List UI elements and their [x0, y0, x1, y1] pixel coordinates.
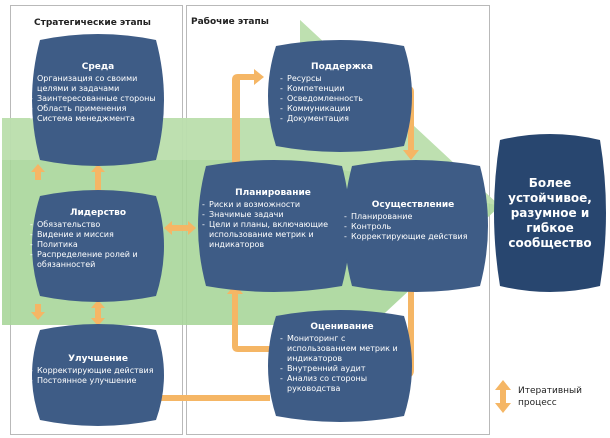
leadership-title: Лидерство: [69, 208, 127, 218]
planning-item: Риски и возможности: [202, 200, 344, 210]
planning-title: Планирование: [235, 188, 311, 198]
support-item: Коммуникации: [280, 104, 404, 114]
environment-item: Заинтересованные стороны: [30, 94, 166, 104]
improvement-node: Улучшение Корректирующие действия Постоя…: [30, 354, 166, 386]
goal-text: Более устойчивое, разумное и гибкое сооб…: [508, 175, 592, 250]
leadership-item: Распределение ролей и обязанностей: [30, 250, 166, 270]
evaluation-improvement-arrow: [150, 390, 270, 406]
implementation-node: Осуществление Планирование Контроль Корр…: [344, 200, 482, 242]
improvement-item: Корректирующие действия: [30, 366, 166, 376]
leadership-item: Видение и миссия: [30, 230, 166, 240]
planning-support-arrow: [232, 69, 264, 172]
leadership-item: Политика: [30, 240, 166, 250]
implementation-item: Контроль: [344, 222, 482, 232]
leadership-item: Обязательство: [30, 220, 166, 230]
legend-arrow: [495, 380, 511, 413]
support-implementation-arrow: [402, 86, 419, 160]
implementation-item: Корректирующие действия: [344, 232, 482, 242]
goal-shape: [494, 134, 606, 292]
working-stages-title: Рабочие этапы: [191, 17, 269, 27]
planning-item: Значимые задачи: [202, 210, 344, 220]
leadership-improvement-arrow: [91, 300, 105, 326]
support-item: Осведомленность: [280, 94, 404, 104]
evaluation-planning-arrow: [227, 284, 270, 352]
environment-title: Среда: [81, 62, 115, 72]
support-item: Компетенции: [280, 84, 404, 94]
support-node: Поддержка Ресурсы Компетенции Осведомлен…: [280, 62, 404, 124]
environment-item: Система менеджмента: [30, 114, 166, 124]
support-item: Ресурсы: [280, 74, 404, 84]
evaluation-item: Внутренний аудит: [280, 364, 404, 374]
support-title: Поддержка: [311, 62, 373, 72]
leadership-planning-arrow: [164, 221, 196, 235]
improvement-item: Постоянное улучшение: [30, 376, 166, 386]
implementation-item: Планирование: [344, 212, 482, 222]
evaluation-item: Анализ со стороны руководства: [280, 374, 404, 394]
environment-item: Организация со своими целями и задачами: [30, 74, 166, 94]
support-item: Документация: [280, 114, 404, 124]
evaluation-item: Мониторинг с использованием метрик и инд…: [280, 334, 404, 364]
strategic-stages-title: Стратегические этапы: [34, 18, 151, 28]
evaluation-node: Оценивание Мониторинг с использованием м…: [280, 322, 404, 394]
environment-item: Область применения: [30, 104, 166, 114]
leadership-node: Лидерство Обязательство Видение и миссия…: [30, 208, 166, 270]
evaluation-title: Оценивание: [310, 322, 374, 332]
environment-node: Среда Организация со своими целями и зад…: [30, 62, 166, 124]
planning-node: Планирование Риски и возможности Значимы…: [202, 188, 344, 250]
implementation-title: Осуществление: [371, 200, 455, 210]
lead-left-tick: [31, 304, 45, 320]
planning-item: Цели и планы, включающие использование м…: [202, 220, 344, 250]
env-left-tick: [31, 164, 45, 180]
improvement-title: Улучшение: [68, 354, 128, 364]
legend-label: Итеративный процесс: [518, 386, 582, 408]
env-leadership-arrow: [91, 164, 105, 198]
